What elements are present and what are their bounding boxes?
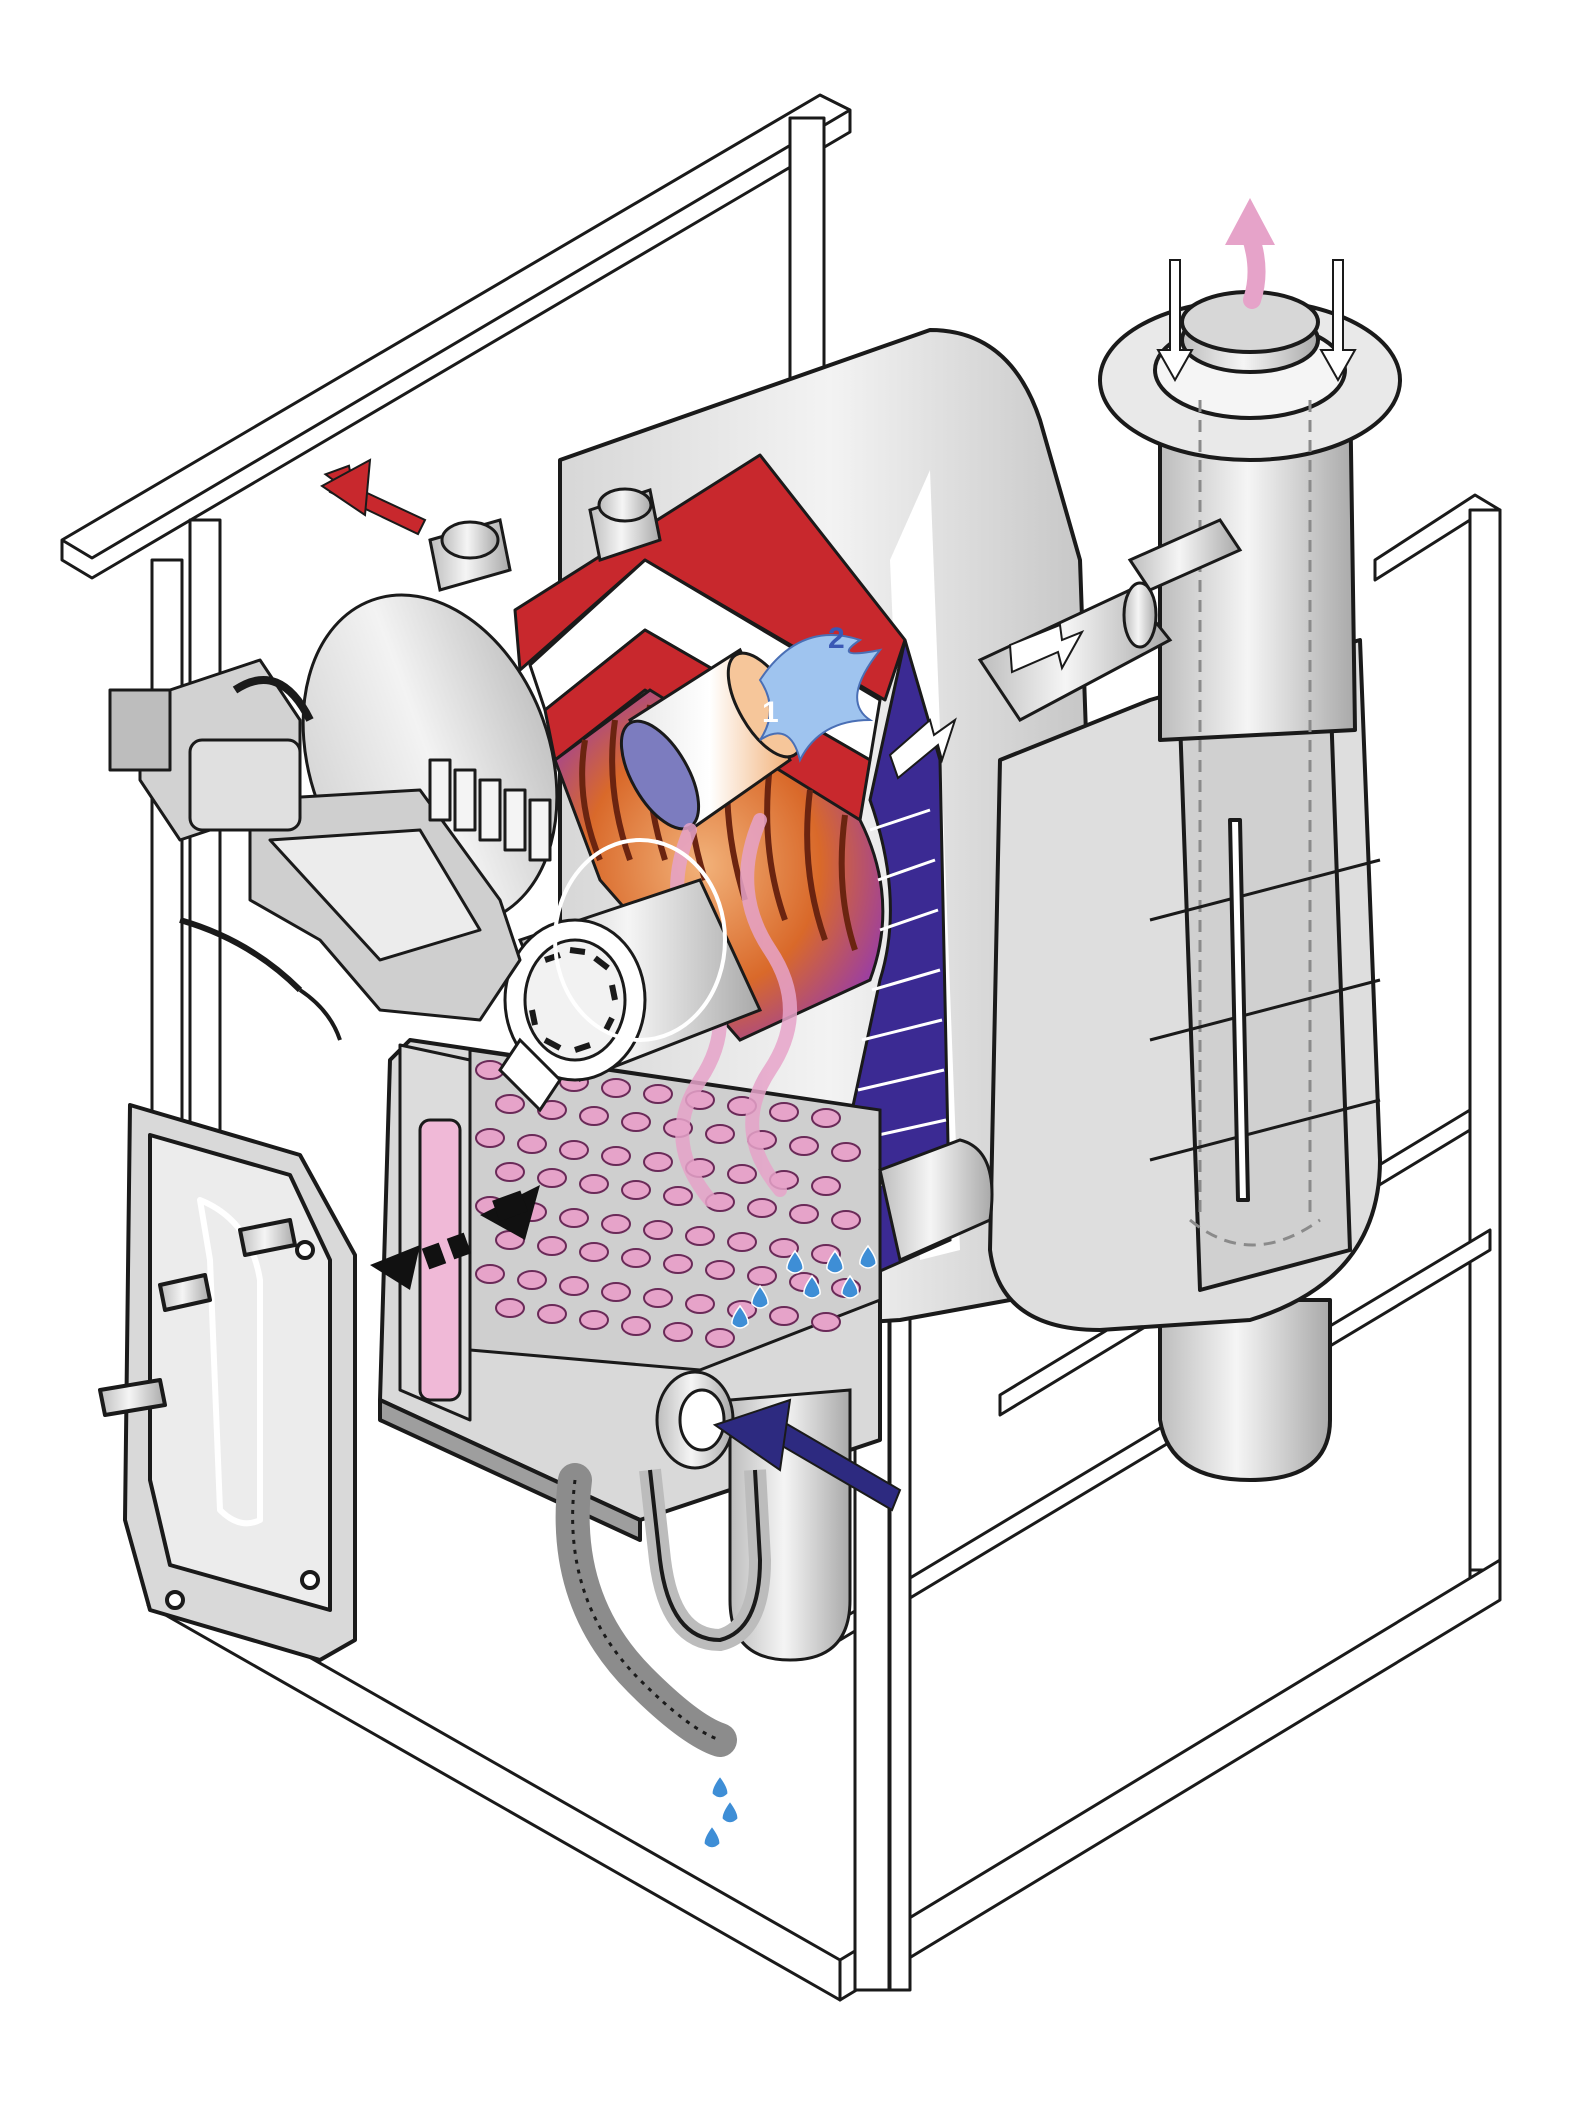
tube-end [747, 1198, 777, 1218]
drop-icon [751, 1284, 769, 1309]
flame-zone-1-label: 1 [762, 696, 779, 729]
tube-end [601, 1146, 631, 1166]
drop-icon [711, 1774, 729, 1799]
drop-icon [841, 1274, 859, 1299]
tube-end [643, 1288, 673, 1308]
front-cover-plate [398, 1043, 472, 1422]
tube-end [685, 1226, 715, 1246]
tube-end [495, 1298, 525, 1318]
tube-end [475, 1128, 505, 1148]
tube-end [601, 1214, 631, 1234]
tube-end [643, 1220, 673, 1240]
flue-exhaust-arrow [1225, 198, 1275, 309]
tube-end [579, 1174, 609, 1194]
tube-end [643, 1152, 673, 1172]
tube-end [789, 1204, 819, 1224]
flue-intake-column [988, 290, 1402, 1482]
hot-water-outlet-arrow [320, 458, 427, 536]
drop-icon [859, 1244, 877, 1269]
tube-end [537, 1168, 567, 1188]
tube-end [811, 1312, 841, 1332]
drop-icon [786, 1249, 804, 1274]
tube-end [663, 1254, 693, 1274]
burner-fan-head [498, 838, 763, 1113]
tube-end [537, 1304, 567, 1324]
tube-end [831, 1210, 861, 1230]
tube-end [705, 1328, 735, 1348]
drop-icon [721, 1799, 739, 1824]
tube-end [495, 1094, 525, 1114]
flue-intake-arrows [888, 259, 1357, 780]
tube-end [727, 1164, 757, 1184]
tube-end [831, 1142, 861, 1162]
drop-icon [731, 1304, 749, 1329]
condensate-drops [703, 1244, 877, 1849]
tube-end [643, 1084, 673, 1104]
tube-end [705, 1260, 735, 1280]
tube-end [517, 1270, 547, 1290]
tube-end [789, 1136, 819, 1156]
tube-end [663, 1322, 693, 1342]
drop-icon [826, 1249, 844, 1274]
tube-end [517, 1134, 547, 1154]
tube-end [727, 1232, 757, 1252]
tube-end [495, 1162, 525, 1182]
tube-end [769, 1102, 799, 1122]
drop-icon [703, 1824, 721, 1849]
tube-end [559, 1276, 589, 1296]
tube-end [601, 1282, 631, 1302]
flame-zone-2-label: 2 [828, 622, 845, 655]
tube-end [537, 1236, 567, 1256]
flame: 1 2 [758, 622, 883, 763]
tube-end [621, 1248, 651, 1268]
tube-end [579, 1242, 609, 1262]
tube-end [621, 1180, 651, 1200]
return-connection [655, 1370, 735, 1470]
tube-end [579, 1310, 609, 1330]
tube-end [475, 1264, 505, 1284]
tube-end [811, 1108, 841, 1128]
tube-end [663, 1186, 693, 1206]
drop-icon [803, 1274, 821, 1299]
tube-end [769, 1306, 799, 1326]
tube-end [559, 1140, 589, 1160]
gas-valve-assembly [108, 593, 559, 1041]
tube-end [621, 1316, 651, 1336]
removed-access-cover [98, 1103, 357, 1662]
tube-end [705, 1124, 735, 1144]
tube-end [621, 1112, 651, 1132]
tube-end [601, 1078, 631, 1098]
combustion-air-arrow [370, 1185, 540, 1290]
tube-end [685, 1294, 715, 1314]
tube-end [579, 1106, 609, 1126]
tube-end [769, 1238, 799, 1258]
top-fittings [428, 487, 662, 592]
tube-end [559, 1208, 589, 1228]
air-inlet-pipe [977, 518, 1243, 722]
condensing-tube-bank [468, 1048, 882, 1372]
tube-end [747, 1266, 777, 1286]
return-water-inlet-arrow [712, 1398, 902, 1512]
tube-end [811, 1176, 841, 1196]
